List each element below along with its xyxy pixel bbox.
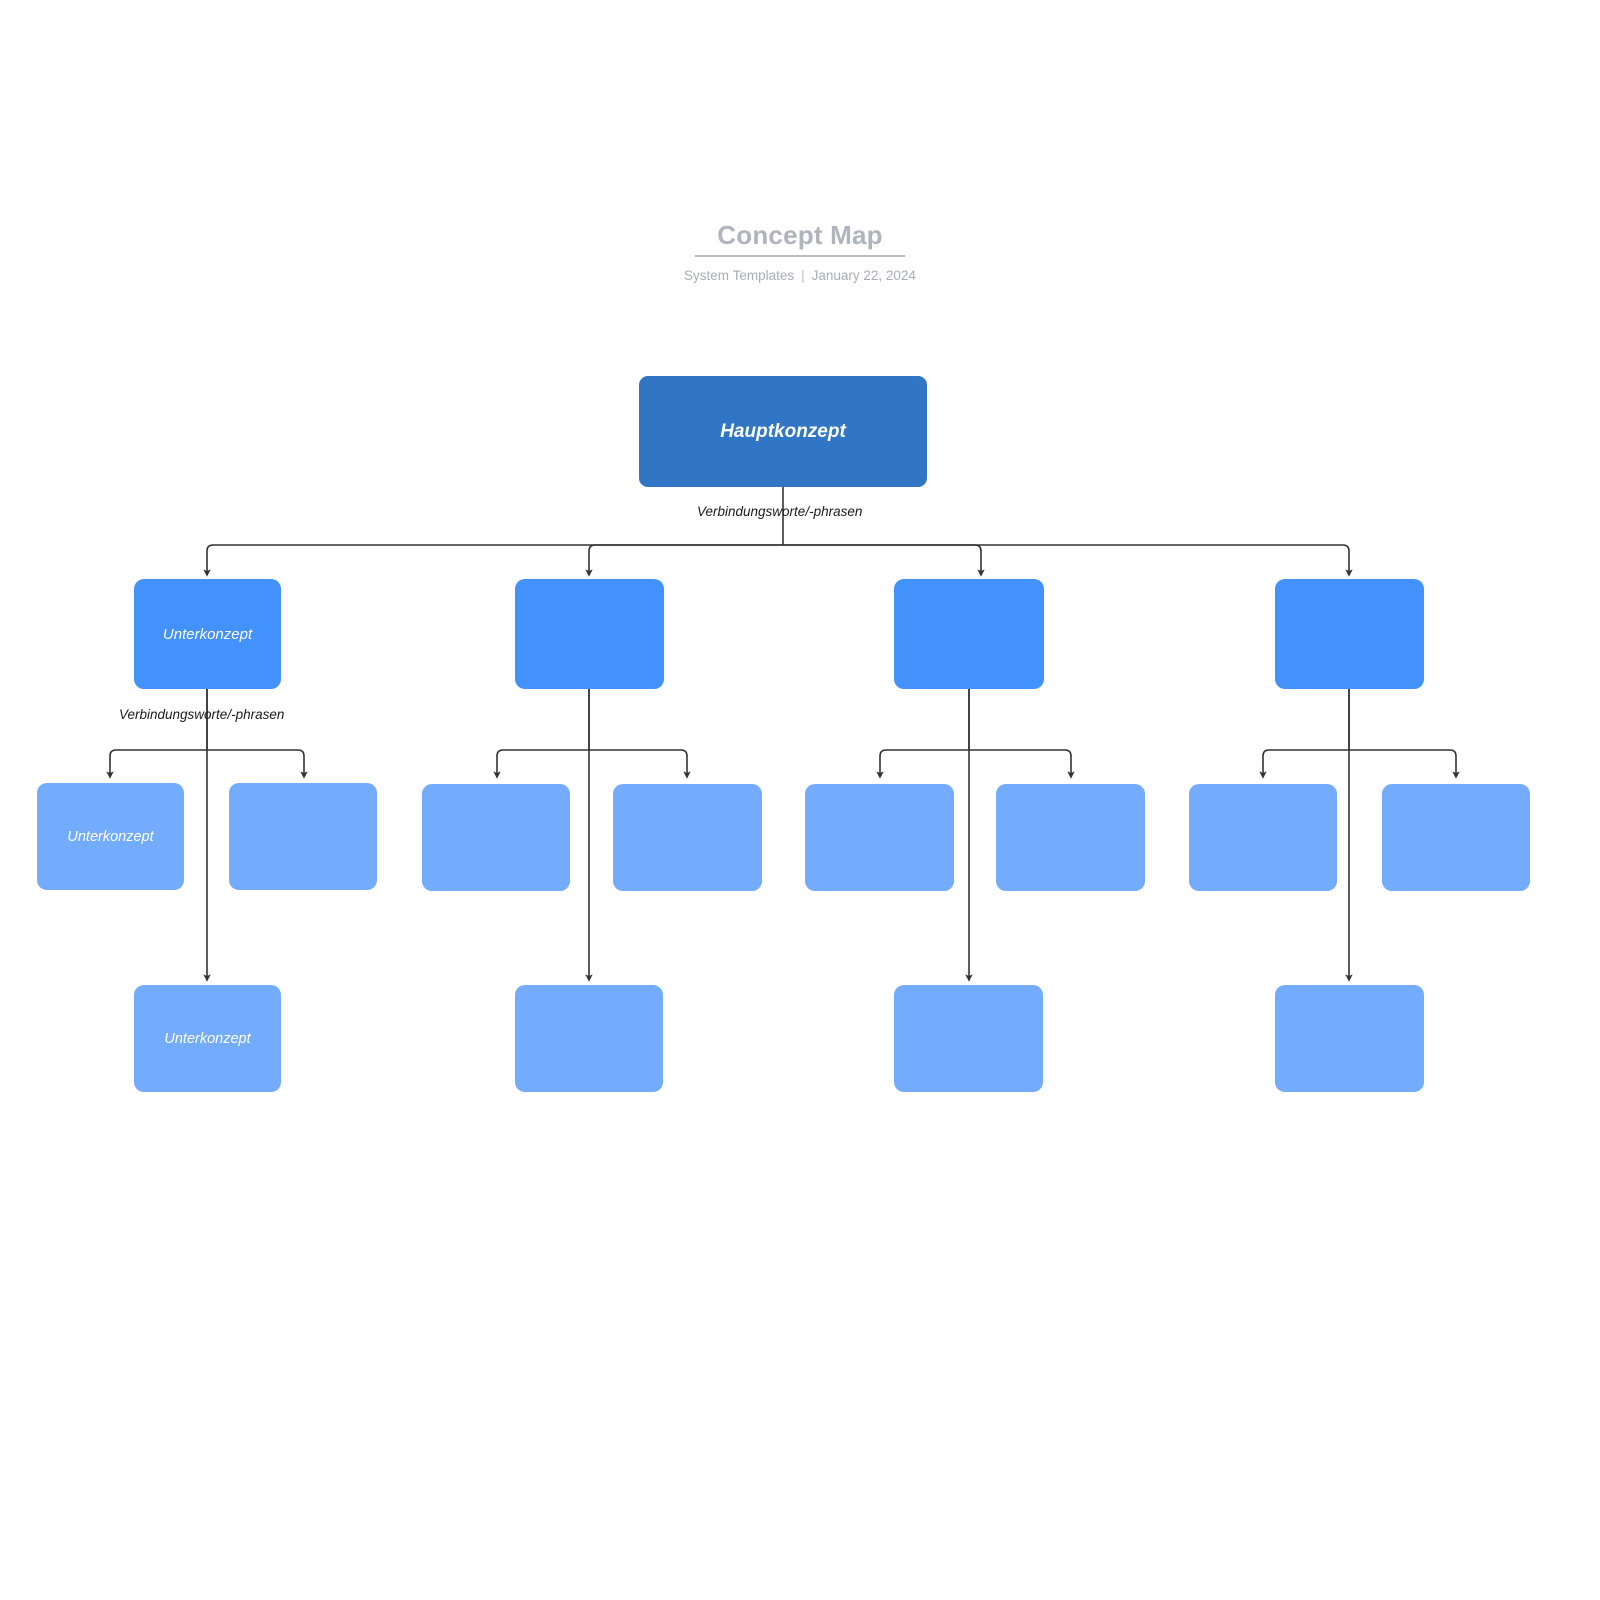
node-level2-2[interactable] [229,783,377,890]
node-level2-3[interactable] [422,784,570,891]
node-label: Hauptkonzept [720,420,846,442]
edge-l1-1-to-l2-a [106,749,207,779]
edge-root-to-l1-4 [783,544,1353,577]
node-level3-3[interactable] [894,985,1043,1092]
node-label: Unterkonzept [162,625,253,643]
title-underline [695,255,905,257]
node-level2-5[interactable] [805,784,954,891]
node-level1-4[interactable] [1275,579,1424,689]
edge-root-to-l1-2 [585,544,783,577]
edge-label-level1: Verbindungsworte/-phrasen [119,707,285,722]
edge-l1-3-to-l2-a [876,749,969,779]
document-header: Concept Map System Templates | January 22,… [0,218,1600,285]
node-level2-4[interactable] [613,784,762,891]
edge-root-to-l1-3 [783,544,985,577]
node-level2-8[interactable] [1382,784,1530,891]
document-subtitle: System Templates | January 22, 2024 [0,267,1600,285]
node-level2-7[interactable] [1189,784,1337,891]
edge-l1-2-to-l2-b [589,749,691,779]
edge-l1-4-to-l2-a [1259,749,1349,779]
node-level3-2[interactable] [515,985,663,1092]
subtitle-separator: | [801,268,805,283]
page-title: Concept Map [717,220,883,250]
edge-l1-4-to-l2-b [1349,749,1460,779]
edge-root-to-l1-1 [203,544,784,577]
edge-l1-3-to-l2-b [969,749,1075,779]
node-label: Unterkonzept [164,1030,251,1047]
node-level1-3[interactable] [894,579,1044,689]
node-hauptkonzept[interactable]: Hauptkonzept [639,376,927,487]
node-level3-1[interactable]: Unterkonzept [134,985,281,1092]
subtitle-date: January 22, 2024 [811,268,916,283]
node-label: Unterkonzept [67,828,154,845]
node-level2-1[interactable]: Unterkonzept [37,783,184,890]
node-level1-1[interactable]: Unterkonzept [134,579,281,689]
node-level3-4[interactable] [1275,985,1424,1092]
edge-l1-1-to-l2-b [207,749,308,779]
edge-label-root: Verbindungsworte/-phrasen [697,504,863,519]
subtitle-source: System Templates [684,268,795,283]
node-level1-2[interactable] [515,579,664,689]
node-level2-6[interactable] [996,784,1145,891]
edge-l1-2-to-l2-a [493,749,589,779]
